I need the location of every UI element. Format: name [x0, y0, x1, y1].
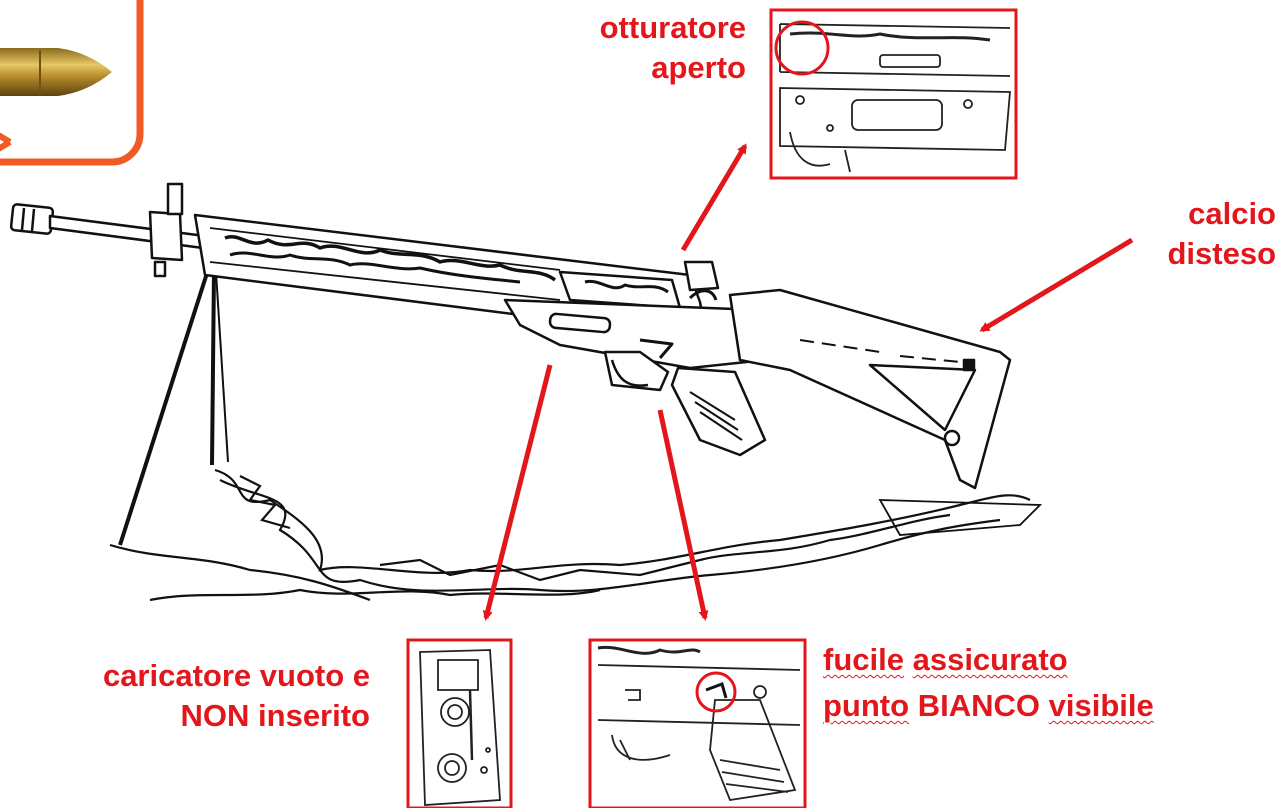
label-magazine-line1: caricatore vuoto e — [102, 658, 370, 693]
label-bolt-line2: aperto — [651, 50, 746, 85]
magazine-detail-inset — [406, 638, 513, 808]
label-stock-extended: calcio disteso — [1100, 194, 1276, 274]
rifle-illustration — [9, 182, 1012, 546]
ground-shadow — [109, 468, 1043, 602]
label-safety-line2: punto BIANCO visibile — [823, 686, 1154, 726]
label-safety-word-punto: punto — [823, 688, 910, 723]
label-bolt-line1: otturatore — [599, 10, 746, 45]
arrow-safety — [657, 409, 709, 621]
label-stock-line2: disteso — [1167, 236, 1276, 271]
label-magazine-empty: caricatore vuoto e NON inserito — [38, 656, 370, 736]
label-rifle-secured: fucile assicurato punto BIANCO visibile — [823, 640, 1154, 726]
label-safety-word-fucile: fucile — [823, 642, 904, 677]
safety-detail-inset — [588, 638, 807, 808]
label-magazine-line2: NON inserito — [180, 698, 370, 733]
label-safety-word-bianco: BIANCO — [917, 688, 1040, 723]
label-bolt-open: otturatore aperto — [520, 8, 746, 88]
label-safety-word-assicurato: assicurato — [912, 642, 1068, 677]
label-safety-line1: fucile assicurato — [823, 640, 1154, 680]
cartridge-icon — [0, 0, 144, 166]
arrow-magazine — [482, 364, 553, 621]
arrow-stock — [979, 237, 1134, 333]
bolt-detail-inset — [769, 8, 1018, 180]
label-safety-word-visibile: visibile — [1048, 688, 1154, 723]
label-stock-line1: calcio — [1188, 196, 1276, 231]
callout-arrows — [482, 143, 1134, 621]
arrow-bolt — [680, 143, 748, 252]
